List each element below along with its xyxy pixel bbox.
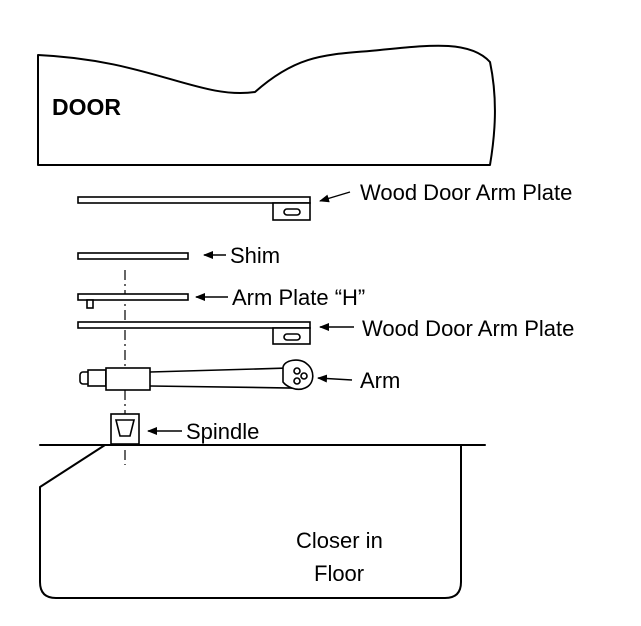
spindle: Spindle <box>110 413 259 445</box>
arm-plate-h-label: Arm Plate “H” <box>232 285 365 310</box>
door-label: DOOR <box>52 94 121 120</box>
shim: Shim <box>77 243 280 268</box>
shim-label: Shim <box>230 243 280 268</box>
wood-door-arm-plate-top-label: Wood Door Arm Plate <box>360 180 572 205</box>
wood-door-arm-plate-bottom-label: Wood Door Arm Plate <box>362 316 574 341</box>
wood-door-arm-plate-top: Wood Door Arm Plate <box>77 180 572 221</box>
arm: Arm <box>79 359 400 393</box>
wood-door-arm-plate-bottom: Wood Door Arm Plate <box>77 316 574 345</box>
closer-label-line1: Closer in <box>296 528 383 553</box>
arm-plate-h: Arm Plate “H” <box>77 285 365 310</box>
closer-in-floor: Closer in Floor <box>39 444 486 599</box>
door: DOOR <box>37 44 496 166</box>
arm-label: Arm <box>360 368 400 393</box>
spindle-label: Spindle <box>186 419 259 444</box>
closer-label-line2: Floor <box>314 561 364 586</box>
